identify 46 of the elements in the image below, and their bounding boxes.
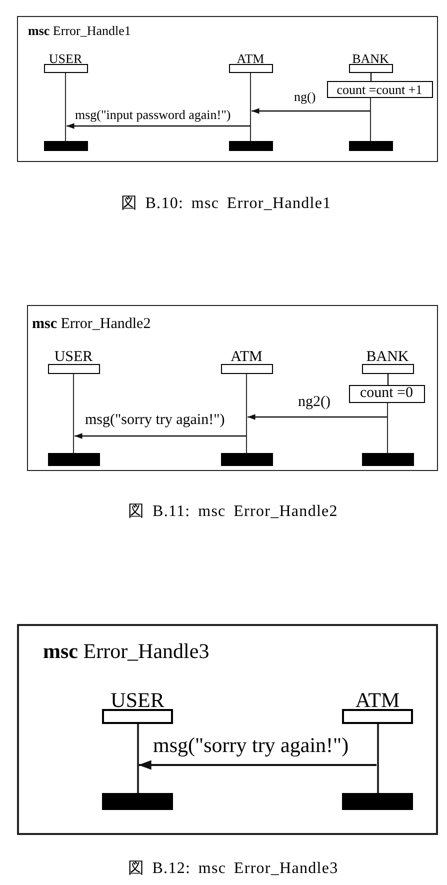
msc-heading: msc Error_Handle2 xyxy=(32,317,151,332)
instance-name: USER xyxy=(110,690,164,711)
message-label: ng() xyxy=(294,90,316,103)
instance-end-bar xyxy=(362,452,414,466)
action-box: count =0 xyxy=(348,384,424,402)
message-label: msg("sorry try again!") xyxy=(153,735,349,756)
figure-caption: 図 B.12: msc Error_Handle3 xyxy=(128,861,338,877)
lifeline xyxy=(370,98,372,140)
message-label: msg("sorry try again!") xyxy=(85,413,225,428)
figure-caption: 図 B.10: msc Error_Handle1 xyxy=(120,196,332,212)
instance-name: ATM xyxy=(230,350,262,364)
instance-name: BANK xyxy=(352,52,389,64)
instance-end-bar xyxy=(228,140,272,150)
msc-frame xyxy=(27,305,438,471)
instance-name: ATM xyxy=(355,690,400,711)
instance-end-bar xyxy=(342,793,413,810)
message-arrow xyxy=(248,414,388,420)
message-arrow xyxy=(66,123,250,129)
lifeline xyxy=(376,724,378,793)
figure-caption: 図 B.11: msc Error_Handle2 xyxy=(128,504,338,520)
lifeline xyxy=(246,374,248,452)
msc-heading: msc Error_Handle1 xyxy=(28,24,131,37)
instance-name: BANK xyxy=(366,350,409,364)
lifeline xyxy=(250,72,252,140)
msc-frame xyxy=(17,16,438,162)
instance-end-bar xyxy=(44,140,88,150)
lifeline-segment xyxy=(387,374,389,385)
instance-end-bar xyxy=(348,140,392,150)
lifeline xyxy=(72,374,74,452)
instance-name: USER xyxy=(54,350,93,364)
message-arrow xyxy=(252,108,370,114)
lifeline xyxy=(64,72,66,140)
msc-frame xyxy=(17,624,438,835)
instance-name: ATM xyxy=(236,52,264,64)
instance-end-bar xyxy=(220,452,272,466)
message-arrow xyxy=(74,433,246,439)
instance-name: USER xyxy=(48,52,82,64)
lifeline xyxy=(136,724,138,793)
instance-end-bar xyxy=(48,452,100,466)
lifeline xyxy=(386,402,388,452)
message-arrow xyxy=(138,760,376,770)
message-label: ng2() xyxy=(298,395,330,410)
message-label: msg("input password again!") xyxy=(75,108,231,121)
instance-end-bar xyxy=(102,793,173,810)
msc-heading: msc Error_Handle3 xyxy=(43,641,210,662)
action-box: count =count +1 xyxy=(326,80,432,98)
